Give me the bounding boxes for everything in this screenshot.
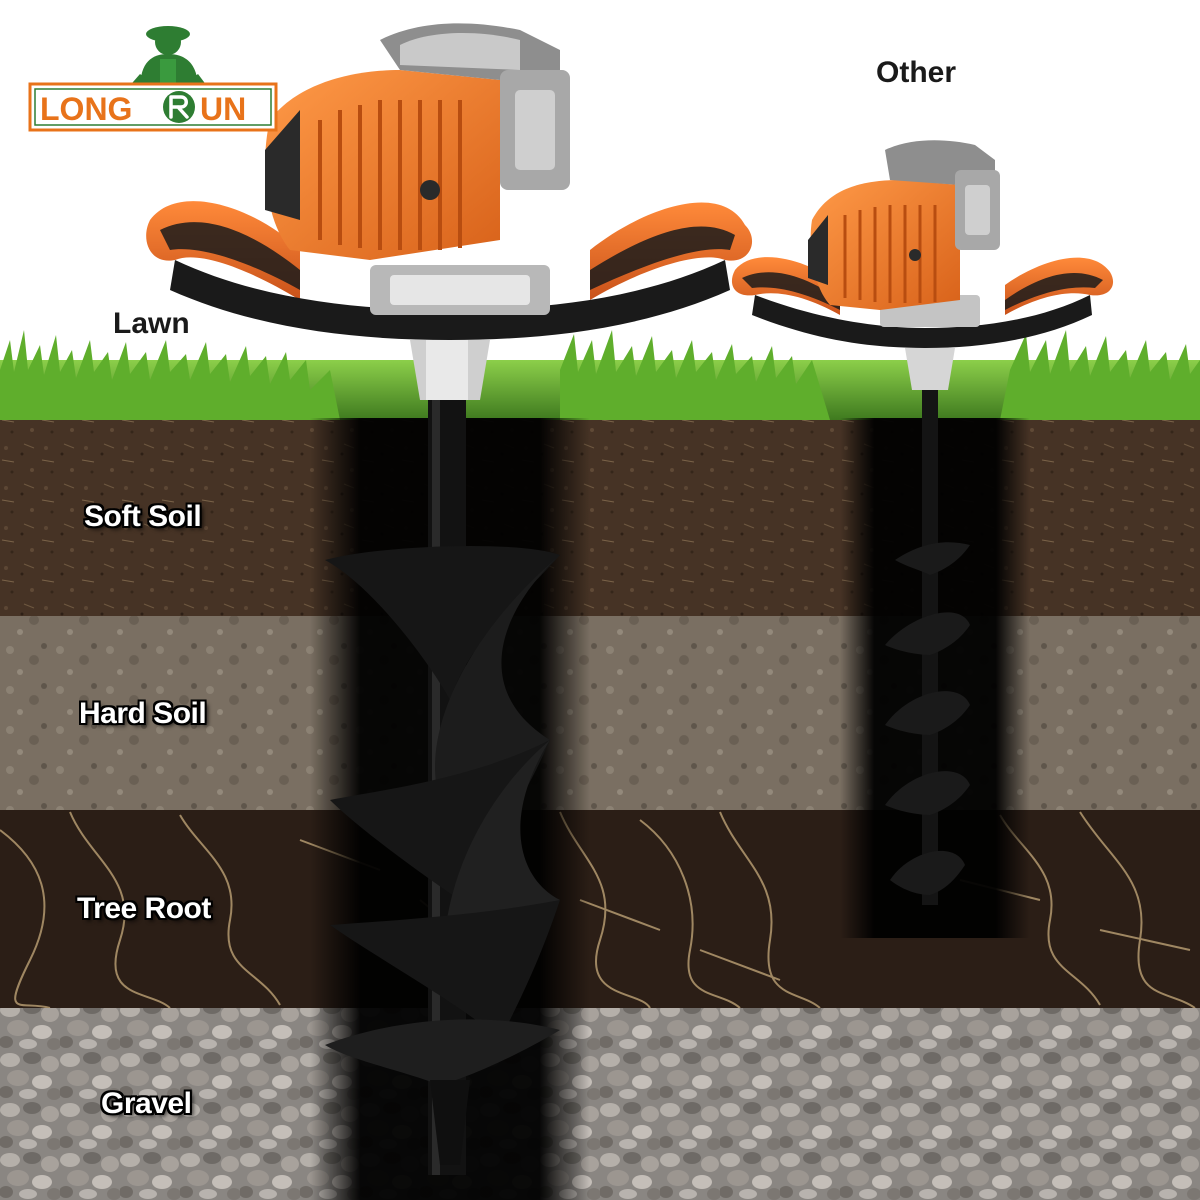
big-auger-bit (325, 395, 560, 1175)
longrun-logo: LONG UN (28, 26, 278, 132)
lawn-label: Lawn (113, 307, 190, 340)
tree-root-label: Tree Root (77, 892, 211, 925)
big-auger-machine (146, 23, 753, 400)
logo-r-emblem (163, 91, 195, 123)
gravel-layer (0, 1008, 1200, 1200)
small-auger-machine (731, 140, 1114, 390)
small-auger-bit (885, 390, 970, 905)
logo-text-right: UN (200, 91, 246, 127)
logo-text-left: LONG (40, 91, 132, 127)
other-label: Other (876, 56, 957, 89)
gravel-label: Gravel (101, 1087, 192, 1120)
hard-soil-label: Hard Soil (79, 697, 207, 730)
lawn-grass (0, 330, 1200, 420)
soft-soil-label: Soft Soil (84, 500, 202, 533)
